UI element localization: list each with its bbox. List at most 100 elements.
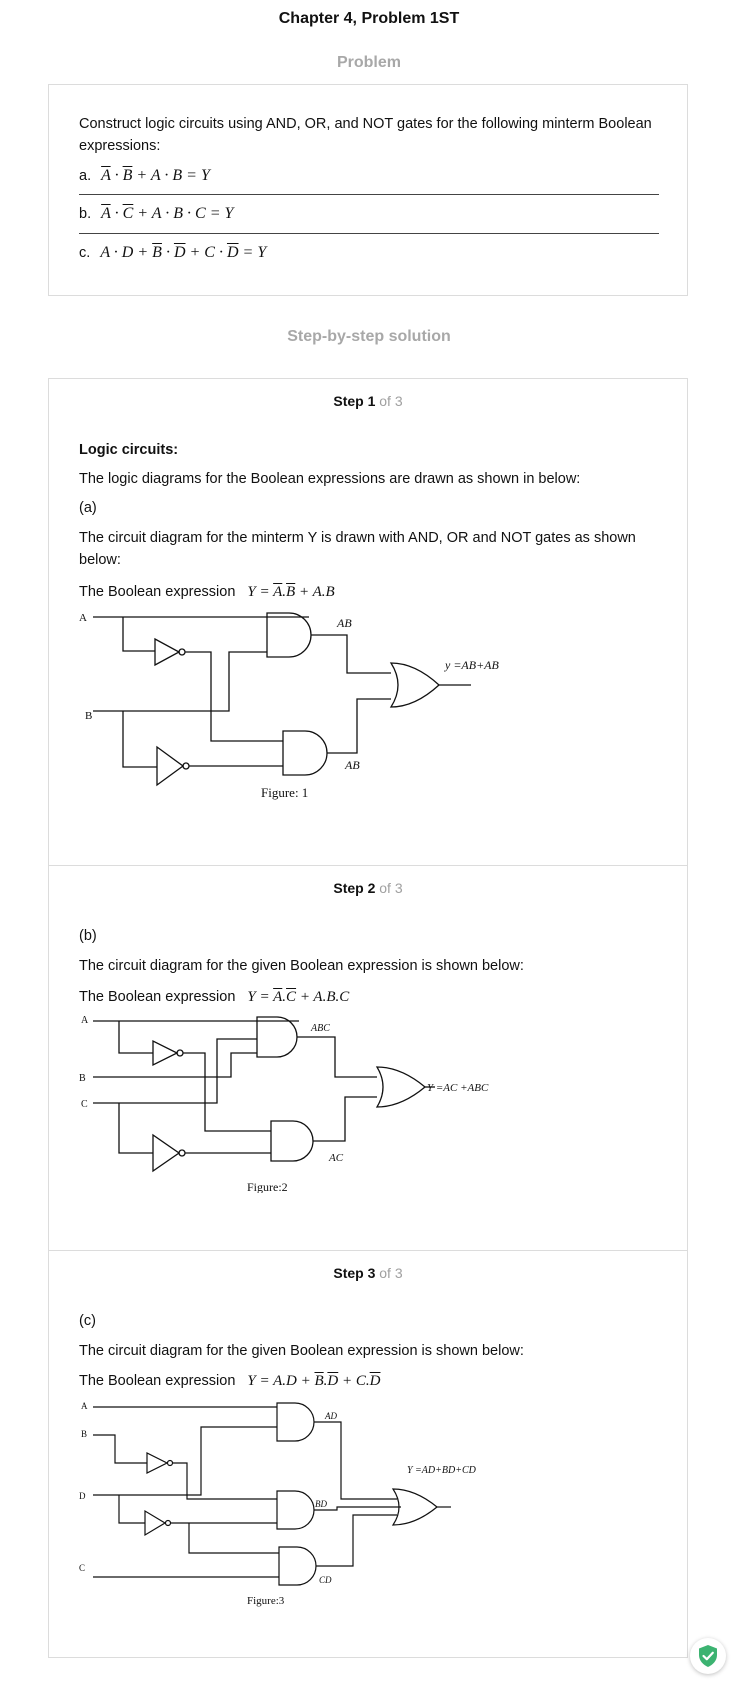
- step-1-expression: Y = A.B + A.B: [247, 584, 335, 600]
- wire: [311, 634, 391, 674]
- input-label: B: [81, 1429, 87, 1439]
- step-2-expression: Y = A.C + A.B.C: [247, 989, 350, 1005]
- or-gate: [389, 662, 440, 708]
- wire: [183, 1052, 271, 1132]
- wire: [118, 1495, 145, 1524]
- step-of-total: of 3: [379, 1265, 403, 1281]
- not-gate: [154, 637, 181, 667]
- step-1-heading: Logic circuits:: [79, 442, 179, 458]
- problem-statement: Construct logic circuits using AND, OR, …: [79, 116, 652, 154]
- expression-a: A · B + A · B = Y: [101, 167, 210, 184]
- wire: [93, 1434, 147, 1464]
- step-divider: [49, 1250, 687, 1251]
- step-of-total: of 3: [379, 393, 403, 409]
- gate-label: AC: [328, 1152, 344, 1164]
- step-3-expression: Y = A.D + B.D + C.D: [247, 1373, 381, 1389]
- input-label: A: [81, 1401, 88, 1411]
- expression-c: A · D + B · D + C · D = Y: [100, 244, 267, 261]
- output-label: Y =AD+BD+CD: [407, 1465, 477, 1476]
- or-gate: [375, 1066, 427, 1108]
- figure-caption: Figure: 1: [261, 785, 308, 800]
- step-1-description: The circuit diagram for the minterm Y is…: [79, 530, 636, 568]
- step-1-intro: The logic diagrams for the Boolean expre…: [79, 471, 581, 487]
- step-label: Step 3: [333, 1265, 376, 1281]
- wire: [93, 1426, 277, 1496]
- wire: [327, 698, 391, 754]
- not-bubble: [166, 1459, 174, 1467]
- wire: [173, 1462, 277, 1500]
- input-label: C: [79, 1563, 85, 1573]
- gate-label: ABC: [310, 1023, 330, 1034]
- expression-b: A · C + A · B · C = Y: [101, 205, 234, 222]
- step-divider: [49, 865, 687, 866]
- and-gate: [266, 612, 312, 658]
- input-label: A: [79, 612, 87, 624]
- step-of-total: of 3: [379, 880, 403, 896]
- input-label: D: [79, 1491, 86, 1501]
- input-label: C: [81, 1099, 88, 1110]
- step-2-header: Step 2 of 3: [49, 880, 687, 896]
- wire: [118, 1103, 153, 1154]
- item-divider: [79, 194, 659, 195]
- problem-item-a: a. A · B + A · B = Y: [79, 165, 210, 187]
- step-2-description: The circuit diagram for the given Boolea…: [79, 958, 524, 974]
- wire: [93, 1052, 257, 1078]
- wire: [122, 617, 155, 652]
- solution-section-title: Step-by-step solution: [287, 328, 451, 345]
- step-1-expression-line: The Boolean expression Y = A.B + A.B: [79, 581, 335, 603]
- item-divider: [79, 233, 659, 234]
- or-gate: [391, 1488, 438, 1526]
- shield-check-icon: [699, 1645, 717, 1667]
- verified-badge[interactable]: [690, 1638, 726, 1674]
- wire: [297, 1036, 377, 1078]
- wire: [185, 651, 283, 742]
- step-2-expression-line: The Boolean expression Y = A.C + A.B.C: [79, 986, 349, 1008]
- and-gate: [282, 730, 328, 776]
- and-gate: [256, 1016, 298, 1058]
- expr-label: The Boolean expression: [79, 584, 236, 600]
- input-label: A: [81, 1015, 89, 1026]
- and-gate: [276, 1402, 315, 1442]
- output-label: Y =AC +ABC: [427, 1082, 489, 1094]
- figure-caption: Figure:3: [247, 1595, 285, 1607]
- input-label: B: [79, 1073, 86, 1084]
- item-label: c.: [79, 245, 91, 261]
- not-gate: [156, 745, 185, 787]
- step-3-description: The circuit diagram for the given Boolea…: [79, 1343, 524, 1359]
- and-gate: [276, 1490, 315, 1530]
- gate-label: AB: [336, 616, 352, 630]
- figure-caption: Figure:2: [247, 1180, 288, 1193]
- step-3-expression-line: The Boolean expression Y = A.D + B.D + C…: [79, 1370, 380, 1392]
- step-label: Step 1: [333, 393, 376, 409]
- problem-card: Construct logic circuits using AND, OR, …: [48, 84, 688, 296]
- figure-2-circuit: A B C ABC AC Y =AC +ABC Figure:2: [79, 1015, 489, 1193]
- wire: [93, 1038, 257, 1104]
- wire: [93, 651, 245, 712]
- problem-section-title: Problem: [336, 54, 401, 71]
- figure-3-circuit: A B D C AD BD CD Y =AD+BD+CD: [79, 1401, 477, 1607]
- wire: [314, 1506, 401, 1511]
- step-1-part: (a): [79, 500, 97, 516]
- item-label: a.: [79, 168, 92, 184]
- solution-card: Step 1 of 3 Logic circuits: The logic di…: [48, 378, 688, 1658]
- item-label: b.: [79, 206, 92, 222]
- expr-label: The Boolean expression: [79, 1373, 236, 1389]
- input-label: B: [85, 710, 92, 722]
- and-gate: [270, 1120, 314, 1162]
- page-title: Chapter 4, Problem 1ST: [278, 10, 460, 27]
- not-gate: [152, 1133, 181, 1173]
- gate-label: AD: [324, 1411, 337, 1421]
- wire: [316, 1514, 397, 1567]
- not-gate: [152, 1039, 179, 1067]
- wire: [188, 1523, 279, 1554]
- output-label: y =AB+AB: [444, 658, 500, 672]
- gate-label: AB: [344, 758, 360, 772]
- problem-item-c: c. A · D + B · D + C · D = Y: [79, 242, 266, 264]
- step-1-header: Step 1 of 3: [49, 393, 687, 409]
- step-3-header: Step 3 of 3: [49, 1265, 687, 1281]
- step-3-part: (c): [79, 1313, 96, 1329]
- expr-label: The Boolean expression: [79, 989, 236, 1005]
- gate-label: BD: [315, 1499, 327, 1509]
- gate-label: CD: [319, 1575, 332, 1585]
- and-gate: [278, 1546, 317, 1586]
